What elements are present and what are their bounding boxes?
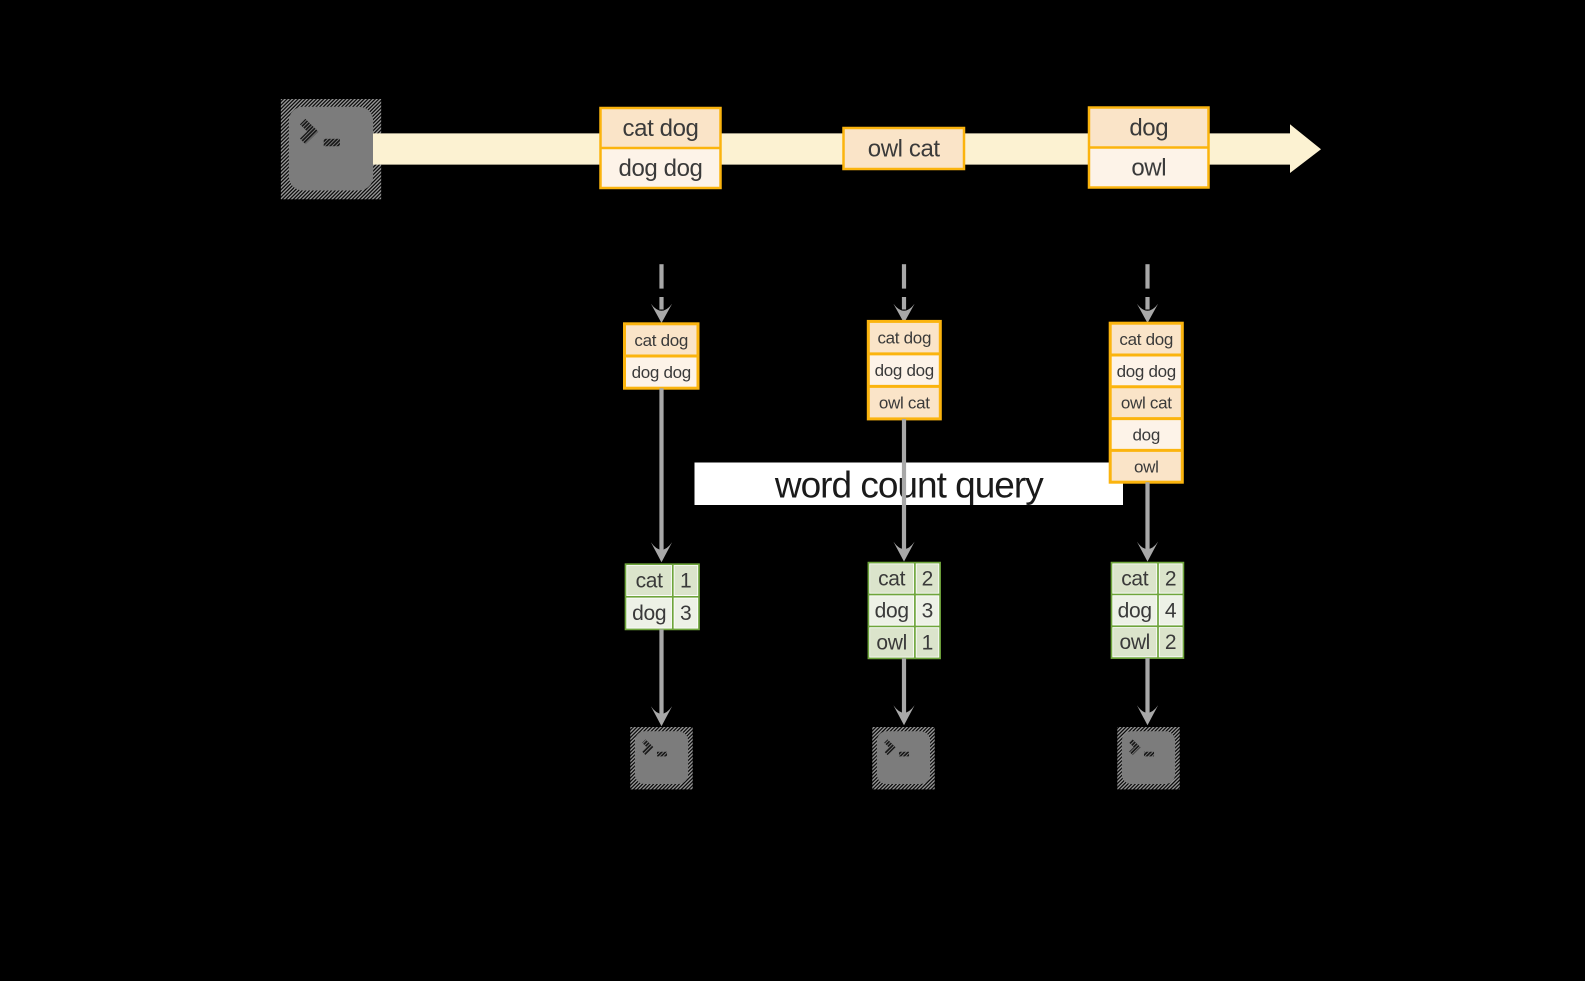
svg-text:cat dog: cat dog	[623, 115, 699, 142]
svg-text:dog dog: dog dog	[632, 363, 691, 382]
svg-text:owl cat: owl cat	[879, 394, 930, 413]
svg-text:cat: cat	[878, 568, 906, 591]
svg-text:dog dog: dog dog	[1117, 362, 1176, 381]
svg-text:dog: dog	[632, 602, 666, 625]
svg-text:owl: owl	[1119, 631, 1150, 654]
svg-text:1: 1	[922, 631, 934, 654]
svg-text:cat dog: cat dog	[877, 329, 931, 348]
svg-text:owl: owl	[1131, 155, 1166, 182]
svg-text:dog: dog	[1133, 426, 1160, 445]
svg-text:cat dog: cat dog	[1119, 330, 1173, 349]
svg-text:dog: dog	[1118, 599, 1152, 622]
svg-text:cat: cat	[1121, 568, 1149, 591]
svg-text:owl cat: owl cat	[1121, 394, 1172, 413]
svg-text:3: 3	[922, 599, 934, 622]
svg-text:2: 2	[1165, 631, 1177, 654]
svg-text:dog dog: dog dog	[619, 155, 703, 182]
svg-text:dog dog: dog dog	[875, 361, 934, 380]
svg-text:4: 4	[1165, 599, 1177, 622]
svg-text:2: 2	[922, 568, 934, 591]
svg-text:owl: owl	[1134, 457, 1159, 476]
svg-text:owl: owl	[876, 631, 907, 654]
svg-text:1: 1	[680, 570, 692, 593]
svg-text:word count query: word count query	[774, 465, 1044, 506]
svg-text:dog: dog	[875, 599, 909, 622]
svg-text:cat: cat	[636, 570, 664, 593]
svg-text:3: 3	[680, 602, 692, 625]
svg-text:cat dog: cat dog	[634, 331, 688, 350]
svg-text:dog: dog	[1129, 115, 1168, 142]
svg-text:2: 2	[1165, 568, 1177, 591]
svg-text:owl cat: owl cat	[868, 136, 941, 163]
